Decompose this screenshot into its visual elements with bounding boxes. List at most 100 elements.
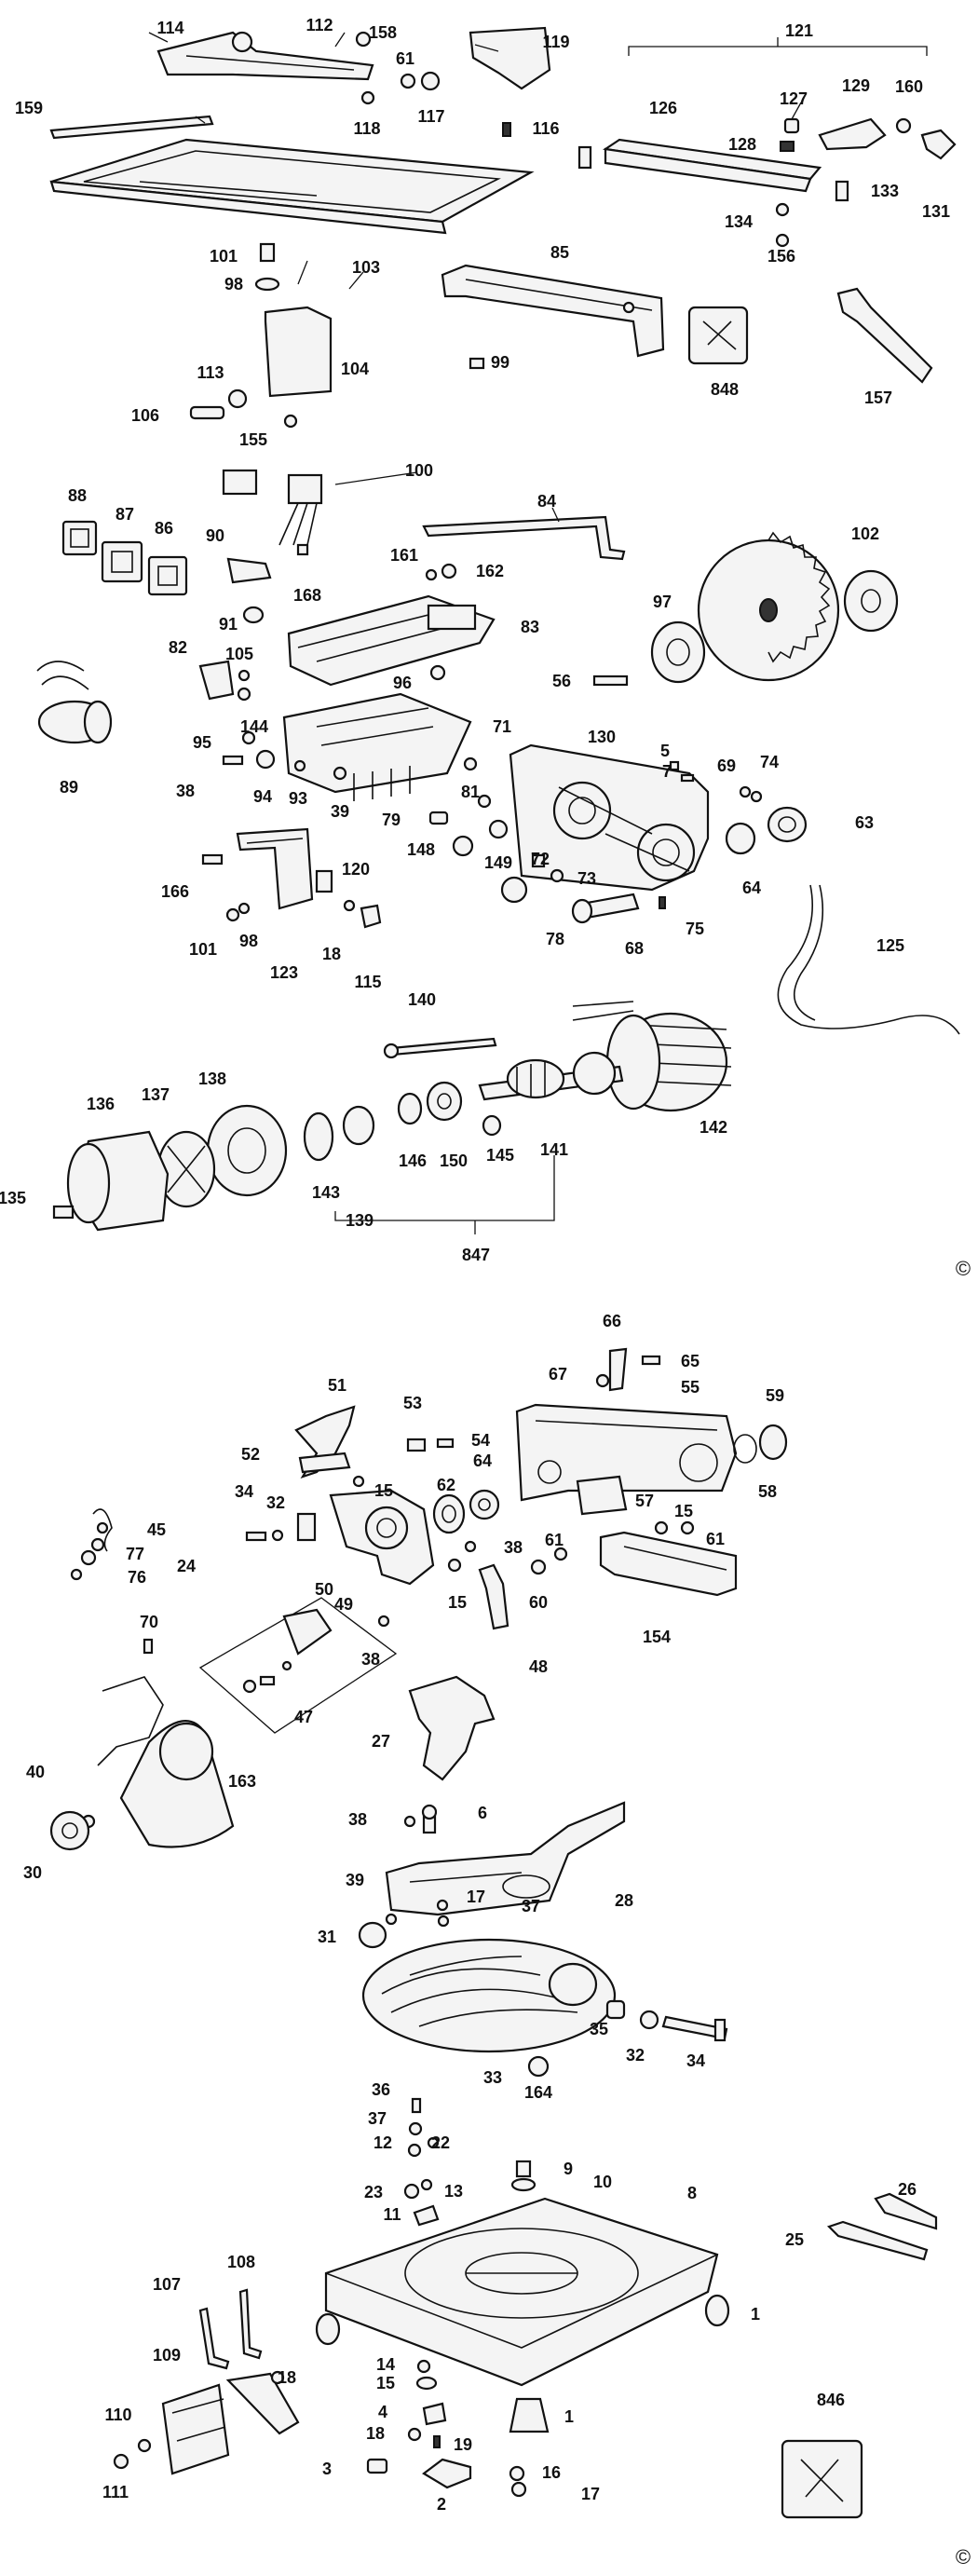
handle-bracket <box>595 1347 661 1392</box>
callout-label: 90 <box>205 526 225 545</box>
callout-label: 99 <box>490 353 510 372</box>
callout-label: 50 <box>314 1580 334 1599</box>
callout-label: 62 <box>436 1476 456 1494</box>
callout-label: 137 <box>141 1085 170 1104</box>
callout-label: 131 <box>921 202 951 221</box>
knob-164 <box>527 2055 550 2078</box>
gearbox-parts <box>52 1104 288 1232</box>
callout-label: 49 <box>333 1595 354 1614</box>
arm-bearing <box>733 1424 788 1464</box>
callout-label: 66 <box>602 1312 622 1330</box>
callout-label: 846 <box>816 2391 846 2409</box>
callout-label: 127 <box>779 89 808 108</box>
lever-parts <box>447 1540 509 1630</box>
allen-keys <box>198 2288 263 2370</box>
callout-label: 84 <box>537 492 557 511</box>
callout-label: 106 <box>130 406 160 425</box>
callout-label: 26 <box>897 2180 917 2199</box>
callout-label: 96 <box>392 674 413 692</box>
callout-label: 4 <box>377 2403 388 2421</box>
callout-label: 51 <box>327 1376 347 1395</box>
callout-label: 848 <box>710 380 740 399</box>
lone-screw <box>143 1638 154 1655</box>
callout-label: 85 <box>550 243 570 262</box>
callout-label: 23 <box>363 2183 384 2201</box>
bolt-pair <box>403 1804 438 1834</box>
callout-label: 108 <box>226 2253 256 2271</box>
callout-label: 110 <box>104 2406 132 2424</box>
callout-label: 25 <box>784 2230 805 2249</box>
callout-label: 123 <box>269 963 299 982</box>
callout-label: 111 <box>102 2483 129 2501</box>
callout-label: 6 <box>477 1804 488 1822</box>
power-cord <box>777 884 960 1035</box>
callout-label: 141 <box>539 1140 569 1159</box>
callout-label: 69 <box>716 756 737 775</box>
callout-label: 98 <box>238 932 259 950</box>
rubber-feet <box>315 2294 730 2433</box>
callout-label: 63 <box>854 813 875 832</box>
fence-extrusion <box>577 138 822 193</box>
callout-label: 33 <box>482 2068 503 2087</box>
callout-label: 64 <box>741 879 762 897</box>
switch-assembly <box>222 469 323 546</box>
lower-guard <box>408 1675 496 1781</box>
guide-rod <box>49 115 214 140</box>
callout-label: 82 <box>168 638 188 657</box>
pivot-bracket-parts <box>201 827 382 929</box>
callout-label: 3 <box>321 2460 333 2478</box>
callout-label: 76 <box>127 1568 147 1587</box>
callout-label: 5 <box>659 742 671 760</box>
slide-rail <box>599 1531 738 1597</box>
copyright-symbol: © <box>955 2545 971 2569</box>
callout-label: 1 <box>564 2407 575 2426</box>
callout-label: 101 <box>209 247 238 266</box>
housing-screws <box>245 1512 317 1542</box>
gear-parts <box>432 1489 500 1534</box>
upper-arm <box>515 1403 738 1502</box>
table-top <box>49 138 535 235</box>
callout-label: 115 <box>354 973 382 991</box>
cover-screws <box>425 563 457 581</box>
callout-label: 97 <box>652 593 672 611</box>
callout-label: 61 <box>705 1530 726 1548</box>
callout-label: 145 <box>485 1146 515 1165</box>
callout-label: 28 <box>614 1891 634 1910</box>
housing-cover <box>287 594 496 687</box>
callout-label: 119 <box>542 33 570 51</box>
hardware-bag <box>687 306 749 365</box>
callout-label: 52 <box>240 1445 261 1464</box>
callout-label: 158 <box>368 23 398 42</box>
callout-label: 15 <box>375 2374 396 2392</box>
callout-label: 55 <box>680 1378 700 1397</box>
small-switch-parts <box>226 543 309 624</box>
callout-label: 48 <box>528 1657 549 1676</box>
hardware-bag-846 <box>781 2439 863 2519</box>
callout-label: 54 <box>470 1431 491 1450</box>
base-small-parts <box>366 2359 527 2498</box>
motor-armature <box>478 1051 624 1101</box>
blade-screw <box>429 664 629 687</box>
turntable <box>361 1938 617 2053</box>
callout-label: 155 <box>238 430 268 449</box>
callout-label: 128 <box>727 135 757 154</box>
callout-label: 74 <box>759 753 780 771</box>
callout-label: 73 <box>577 869 597 888</box>
callout-label: 126 <box>648 99 678 117</box>
callout-label: 15 <box>673 1502 694 1520</box>
callout-label: 95 <box>192 733 212 752</box>
callout-label: 166 <box>160 882 190 901</box>
guard-clip <box>406 1438 455 1452</box>
callout-label: 36 <box>371 2080 391 2099</box>
saw-base <box>324 2197 719 2387</box>
turntable-arm <box>385 1801 626 1916</box>
callout-label: 135 <box>0 1189 27 1207</box>
callout-label: 37 <box>367 2109 387 2128</box>
callout-label: 60 <box>528 1593 549 1612</box>
turntable-lock <box>605 1999 728 2042</box>
callout-label: 168 <box>292 586 322 605</box>
callout-label: 144 <box>239 717 269 736</box>
linkage-rod <box>422 515 626 561</box>
callout-label: 160 <box>894 77 924 96</box>
callout-label: 134 <box>724 212 754 231</box>
